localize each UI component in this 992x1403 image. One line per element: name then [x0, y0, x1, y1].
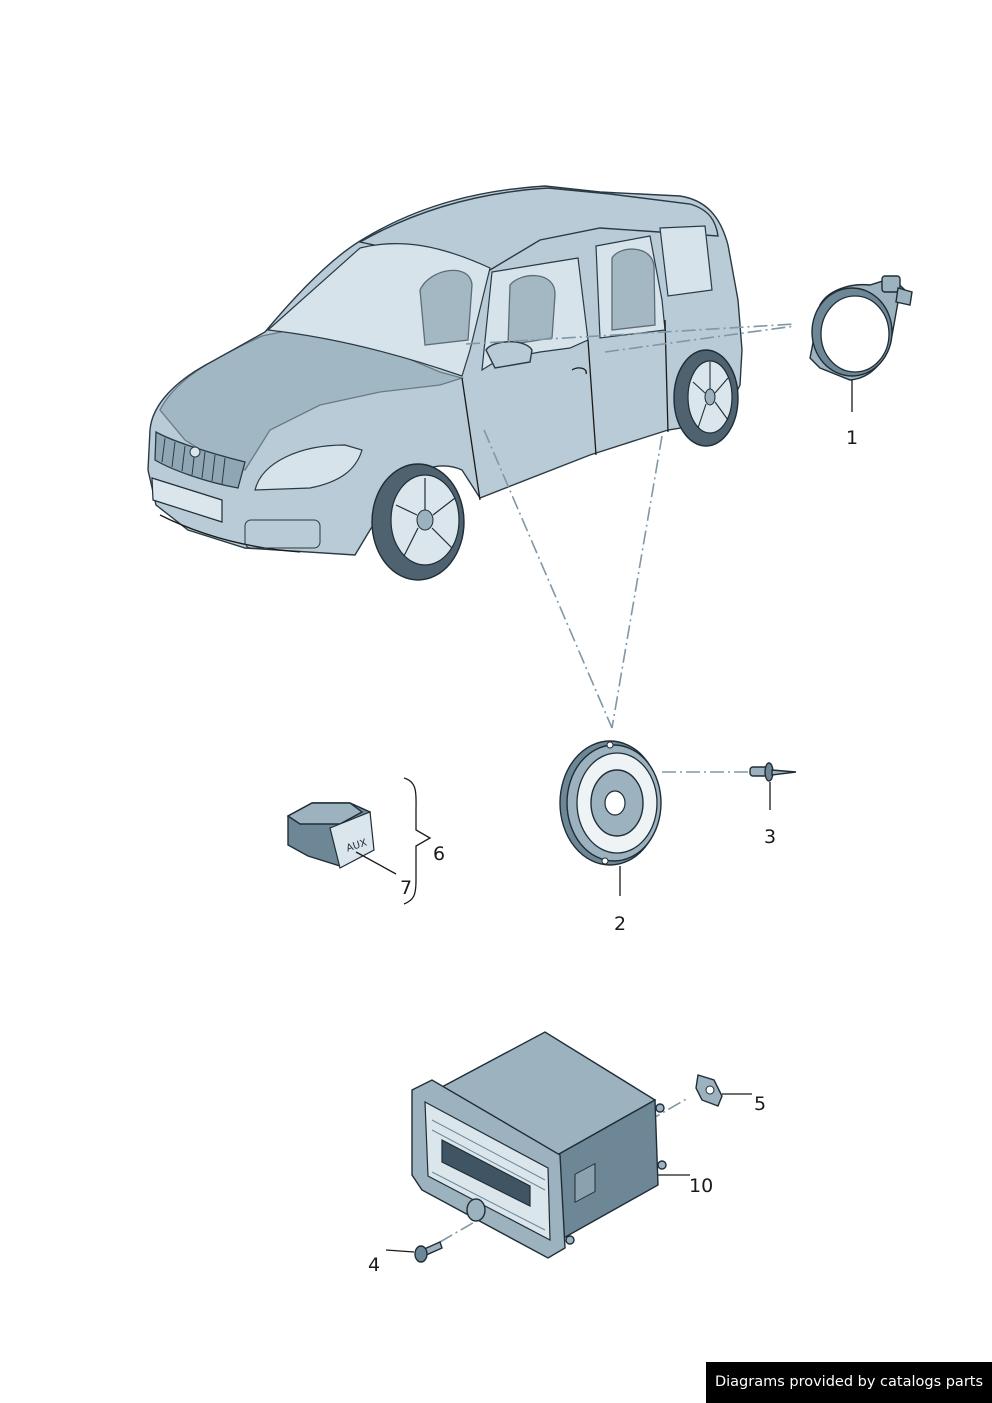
callout-7: 7: [400, 877, 412, 899]
credit-banner: Diagrams provided by catalogs parts: [706, 1362, 992, 1403]
callout-4: 4: [368, 1254, 380, 1276]
clip-part-5: [695, 1074, 723, 1107]
aux-socket-part-7: AUX: [286, 802, 375, 869]
callout-3: 3: [764, 826, 776, 848]
speaker-holder-part-1: [809, 275, 913, 381]
callout-10: 10: [689, 1175, 713, 1197]
radio-unit-part-10: [411, 1031, 667, 1259]
bracket-6: [403, 777, 432, 905]
location-lines: [439, 323, 796, 1243]
leader-4: [385, 1249, 415, 1253]
leader-7: [355, 851, 397, 875]
speaker-part-2: [559, 740, 662, 866]
callout-1: 1: [846, 427, 858, 449]
callout-6: 6: [433, 843, 445, 865]
car-illustration: [147, 185, 743, 581]
rivet-part-3: [749, 762, 797, 782]
callout-5: 5: [754, 1093, 766, 1115]
callout-2: 2: [614, 913, 626, 935]
screw-part-4: [414, 1241, 443, 1263]
